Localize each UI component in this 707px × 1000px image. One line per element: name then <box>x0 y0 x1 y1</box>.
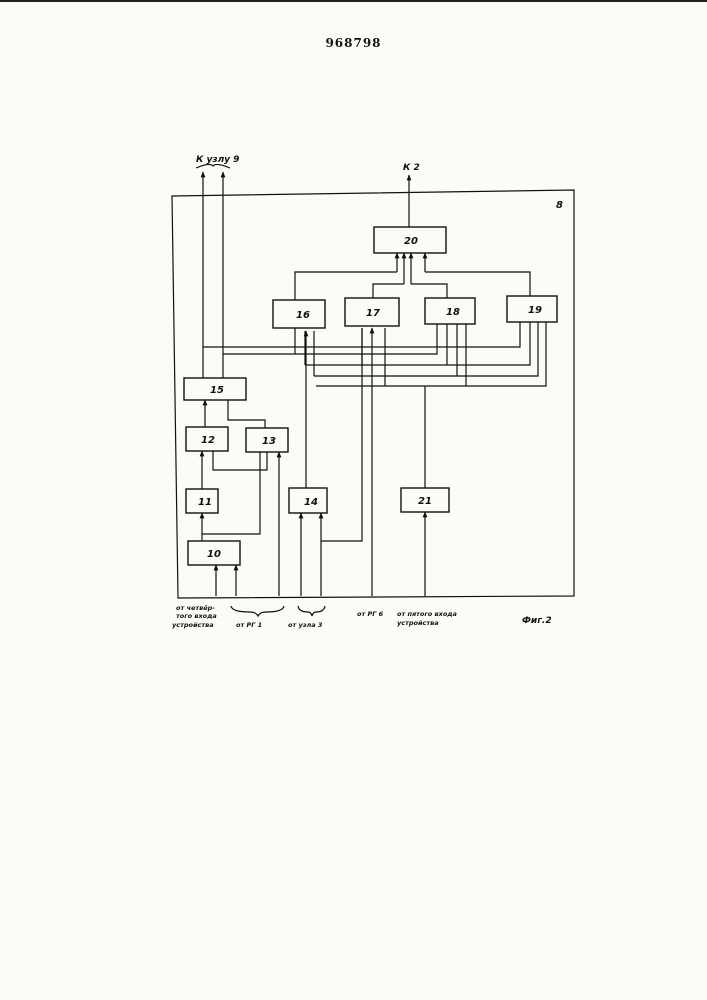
block-21-label: 21 <box>418 496 432 507</box>
output-top-label: К 2 <box>403 163 420 173</box>
block-14-label: 14 <box>304 497 318 508</box>
label-from-node3: от узла 3 <box>288 621 323 629</box>
label-fourth-input-2: того входа <box>176 612 217 620</box>
block-15-label: 15 <box>210 385 224 396</box>
block-10-label: 10 <box>207 549 221 560</box>
unit-number-label: 8 <box>556 200 563 211</box>
label-fourth-input-3: устройства <box>172 621 214 629</box>
brace-node3 <box>298 606 325 616</box>
brace-rg1 <box>231 606 284 616</box>
block-17-label: 17 <box>366 308 380 319</box>
label-fifth-input-1: от пятого входа <box>397 610 457 618</box>
bus-15-b <box>223 328 295 354</box>
block-16-label: 16 <box>296 310 310 321</box>
bus-row-376 <box>314 322 538 376</box>
block-18-label: 18 <box>446 307 460 318</box>
block-20-label: 20 <box>404 236 418 247</box>
wire-18-20 <box>411 284 447 298</box>
block-11-label: 11 <box>198 497 212 508</box>
wire-17-20 <box>373 284 404 298</box>
wire-16-20 <box>295 272 397 300</box>
block-12-label: 12 <box>201 435 215 446</box>
wire-12-in2 <box>213 451 267 470</box>
wire-13-15 <box>228 400 265 428</box>
output-left-label: К узлу 9 <box>196 155 239 165</box>
block-19-label: 19 <box>528 305 542 316</box>
block-13-label: 13 <box>262 436 276 447</box>
figure-label: Фиг.2 <box>522 616 552 626</box>
label-from-rg6: от РГ 6 <box>357 610 384 618</box>
label-fifth-input-2: устройства <box>397 619 439 627</box>
bus-row-365b <box>305 322 530 365</box>
label-from-rg1: от РГ 1 <box>236 621 262 629</box>
label-fourth-input-1: от четвёр- <box>176 604 215 612</box>
